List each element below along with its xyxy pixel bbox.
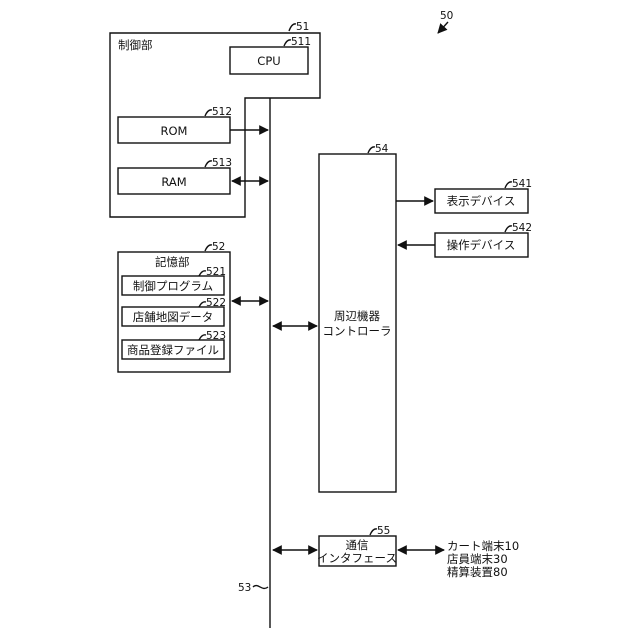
display-device-ref-leader: [505, 182, 512, 188]
cpu-label: CPU: [257, 54, 280, 68]
control-unit-ref: 51: [296, 21, 309, 33]
product-registry-ref: 523: [206, 330, 226, 342]
control-program-ref: 521: [206, 266, 226, 278]
ram-label: RAM: [161, 175, 186, 189]
external-device-checkout: 精算装置80: [447, 565, 508, 579]
store-map-data-label: 店舗地図データ: [133, 310, 214, 324]
figure-ref-arrow: [438, 22, 448, 33]
comm-interface-ref: 55: [377, 525, 390, 537]
bus-ref-label: 53: [238, 582, 251, 594]
display-device-ref: 541: [512, 178, 532, 190]
control-program-label: 制御プログラム: [133, 279, 213, 293]
ram-ref: 513: [212, 157, 232, 169]
external-device-staff-terminal: 店員端末30: [447, 552, 508, 566]
rom-label: ROM: [161, 124, 188, 138]
figure-ref-label: 50: [440, 10, 453, 22]
operation-device-label: 操作デバイス: [447, 238, 516, 252]
peripheral-controller-line1: 周辺機器: [334, 309, 380, 323]
control-unit-title: 制御部: [118, 38, 153, 52]
display-device-label: 表示デバイス: [447, 194, 516, 208]
peripheral-controller-ref: 54: [375, 143, 389, 155]
comm-interface-line2: インタフェース: [317, 551, 397, 565]
peripheral-controller-line2: コントローラ: [323, 324, 392, 338]
operation-device-ref: 542: [512, 222, 532, 234]
store-map-data-ref: 522: [206, 297, 226, 309]
peripheral-controller-box: [319, 154, 396, 492]
storage-unit-ref-leader: [205, 245, 212, 251]
storage-unit-ref: 52: [212, 241, 225, 253]
operation-device-ref-leader: [505, 226, 512, 232]
bus-ref-leader: [253, 586, 268, 589]
peripheral-controller-ref-leader: [368, 147, 375, 153]
storage-unit-title: 記憶部: [155, 255, 190, 269]
product-registry-label: 商品登録ファイル: [127, 343, 219, 357]
control-unit-ref-leader: [289, 24, 296, 31]
rom-ref: 512: [212, 106, 232, 118]
comm-interface-ref-leader: [370, 529, 377, 535]
cpu-ref: 511: [291, 36, 311, 48]
external-device-cart-terminal: カート端末10: [447, 539, 519, 553]
comm-interface-line1: 通信: [346, 538, 369, 552]
